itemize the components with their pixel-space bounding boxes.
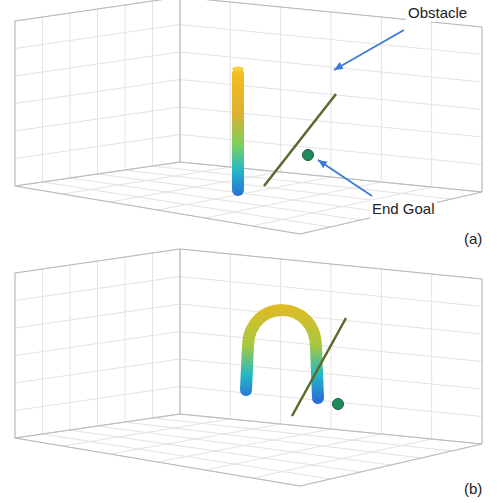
grid-line bbox=[300, 444, 482, 486]
leader-arrow bbox=[334, 30, 404, 70]
grid-line bbox=[180, 80, 482, 110]
grid-line bbox=[253, 439, 432, 478]
grid-line bbox=[482, 27, 483, 192]
grid-line bbox=[15, 273, 16, 438]
obstacle-line bbox=[264, 94, 336, 186]
grid-line bbox=[180, 25, 482, 55]
grid-line bbox=[180, 304, 482, 334]
grid-line bbox=[153, 418, 452, 451]
grid-line bbox=[15, 249, 180, 273]
grid-line bbox=[180, 277, 482, 307]
robot-tube-tip bbox=[232, 67, 244, 72]
grid-line bbox=[158, 429, 332, 462]
grid-line bbox=[180, 52, 482, 82]
grid-line bbox=[180, 249, 181, 414]
grid-line bbox=[205, 434, 381, 470]
robot-tube bbox=[232, 68, 244, 196]
grid-line bbox=[15, 438, 300, 486]
leader-arrow bbox=[318, 160, 372, 196]
grid-line bbox=[153, 166, 452, 199]
grid-line bbox=[205, 182, 381, 218]
grid-line bbox=[15, 21, 16, 186]
grid-line bbox=[300, 192, 482, 234]
grid-line bbox=[180, 249, 482, 279]
grid-line bbox=[15, 21, 16, 186]
grid-line bbox=[482, 279, 483, 444]
grid-line bbox=[15, 273, 16, 438]
grid-line bbox=[15, 52, 180, 76]
grid-line bbox=[180, 414, 482, 444]
panel-label: (a) bbox=[462, 230, 484, 248]
grid-line bbox=[180, 0, 181, 162]
end-goal-dot bbox=[333, 399, 344, 410]
grid-line bbox=[15, 162, 180, 186]
grid-line bbox=[15, 332, 180, 356]
grid-line bbox=[125, 5, 126, 170]
callout-label: Obstacle bbox=[406, 4, 469, 22]
grid-line bbox=[158, 177, 332, 210]
grid-line bbox=[15, 249, 180, 273]
grid-line bbox=[300, 192, 482, 234]
end-goal-dot bbox=[303, 150, 314, 161]
grid-line bbox=[381, 269, 382, 434]
callout-label: End Goal bbox=[370, 200, 437, 218]
grid-line bbox=[431, 274, 432, 439]
grid-line bbox=[180, 0, 181, 162]
grid-line bbox=[15, 414, 180, 438]
grid-line bbox=[180, 249, 181, 414]
grid-line bbox=[180, 249, 482, 279]
grid-line bbox=[180, 0, 482, 27]
grid-line bbox=[152, 253, 153, 418]
axes-grid bbox=[15, 249, 482, 486]
panel-label: (b) bbox=[462, 480, 484, 498]
grid-line bbox=[15, 25, 180, 49]
grid-line bbox=[15, 80, 180, 104]
grid-line bbox=[300, 444, 482, 486]
grid-line bbox=[180, 162, 482, 192]
obstacle-line bbox=[292, 318, 346, 416]
grid-line bbox=[15, 186, 300, 234]
grid-line bbox=[482, 27, 483, 192]
grid-line bbox=[15, 0, 180, 21]
grid-line bbox=[180, 0, 482, 27]
grid-line bbox=[180, 0, 181, 162]
grid-line bbox=[125, 257, 126, 422]
axes-grid bbox=[15, 0, 482, 234]
grid-line bbox=[482, 279, 483, 444]
grid-line bbox=[431, 22, 432, 187]
grid-line bbox=[152, 1, 153, 166]
grid-line bbox=[125, 422, 421, 458]
grid-line bbox=[15, 304, 180, 328]
grid-line bbox=[180, 249, 181, 414]
grid-line bbox=[15, 0, 180, 21]
grid-line bbox=[15, 277, 180, 301]
bent-robot-tube bbox=[246, 310, 318, 398]
